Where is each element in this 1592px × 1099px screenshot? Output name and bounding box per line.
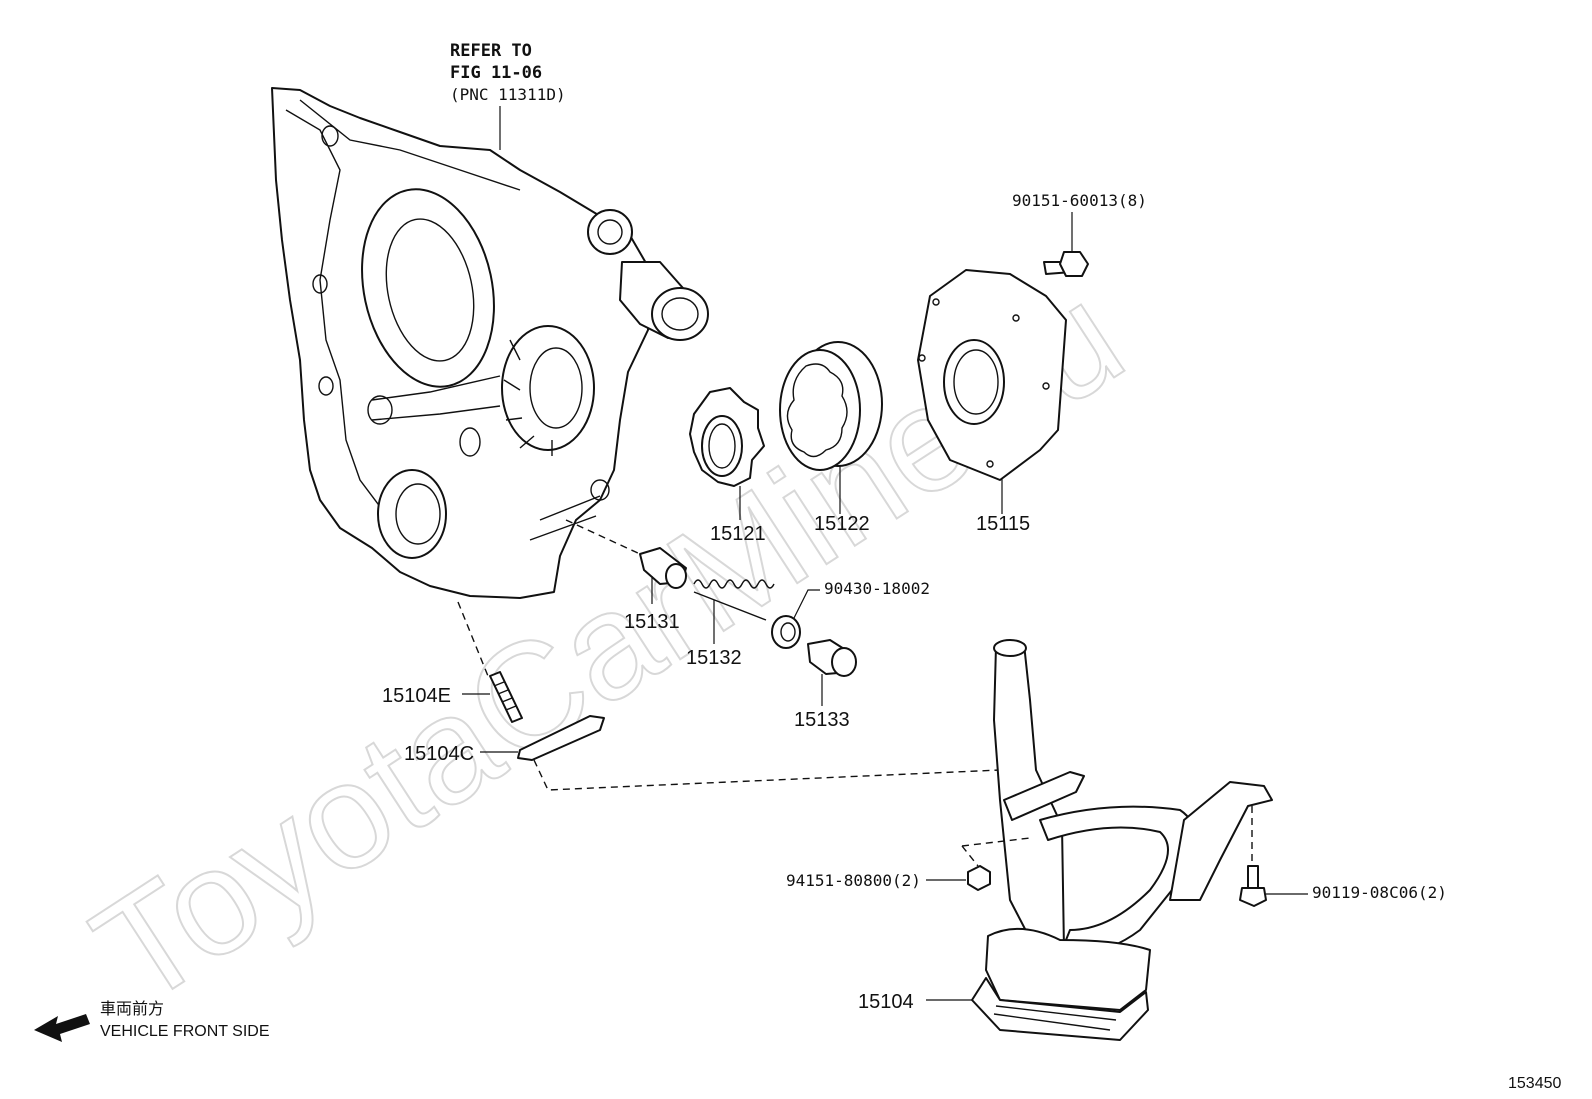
direction-jp: 車両前方 xyxy=(100,1000,164,1018)
pump-cover-15115-drawing xyxy=(917,269,1067,514)
spring-15132-drawing xyxy=(693,579,775,644)
arrow-left-icon xyxy=(34,1014,90,1042)
gasket-90430-drawing xyxy=(771,589,820,649)
label-94151-80800: 94151-80800(2) xyxy=(786,871,921,890)
label-15121: 15121 xyxy=(710,523,766,545)
plug-15133-drawing xyxy=(807,639,857,706)
label-15131: 15131 xyxy=(624,611,680,633)
label-15133: 15133 xyxy=(794,709,850,731)
label-15115: 15115 xyxy=(976,513,1030,535)
label-15104: 15104 xyxy=(858,991,914,1013)
label-90119-08C06: 90119-08C06(2) xyxy=(1312,883,1447,902)
label-15104E: 15104E xyxy=(382,685,451,707)
label-90430-18002: 90430-18002 xyxy=(824,579,930,598)
inner-rotor-15121-drawing xyxy=(689,387,765,520)
gasket-15104C-drawing xyxy=(480,715,605,761)
reference-line-3: (PNC 11311D) xyxy=(450,85,566,104)
reference-line-2: FIG 11-06 xyxy=(450,63,542,83)
figure-number: 153450 xyxy=(1508,1075,1561,1092)
strainer-15104-drawing xyxy=(926,639,1273,1041)
direction-legend: 車両前方 VEHICLE FRONT SIDE xyxy=(34,1000,270,1042)
bolt-90119-drawing xyxy=(1239,806,1308,907)
bolt-90151-drawing xyxy=(1043,212,1089,277)
reference-note: REFER TO FIG 11-06 (PNC 11311D) xyxy=(450,41,566,150)
stud-15104E-drawing xyxy=(462,671,523,723)
relief-valve-15131-drawing xyxy=(639,547,687,604)
label-15104C: 15104C xyxy=(404,743,474,765)
label-15132: 15132 xyxy=(686,647,742,669)
reference-line-1: REFER TO xyxy=(450,41,532,61)
direction-en: VEHICLE FRONT SIDE xyxy=(100,1023,270,1040)
timing-cover-drawing xyxy=(271,87,709,599)
outer-rotor-15122-drawing xyxy=(779,341,883,514)
nut-94151-drawing xyxy=(926,837,1031,891)
label-90151-60013: 90151-60013(8) xyxy=(1012,191,1147,210)
label-15122: 15122 xyxy=(814,513,870,535)
